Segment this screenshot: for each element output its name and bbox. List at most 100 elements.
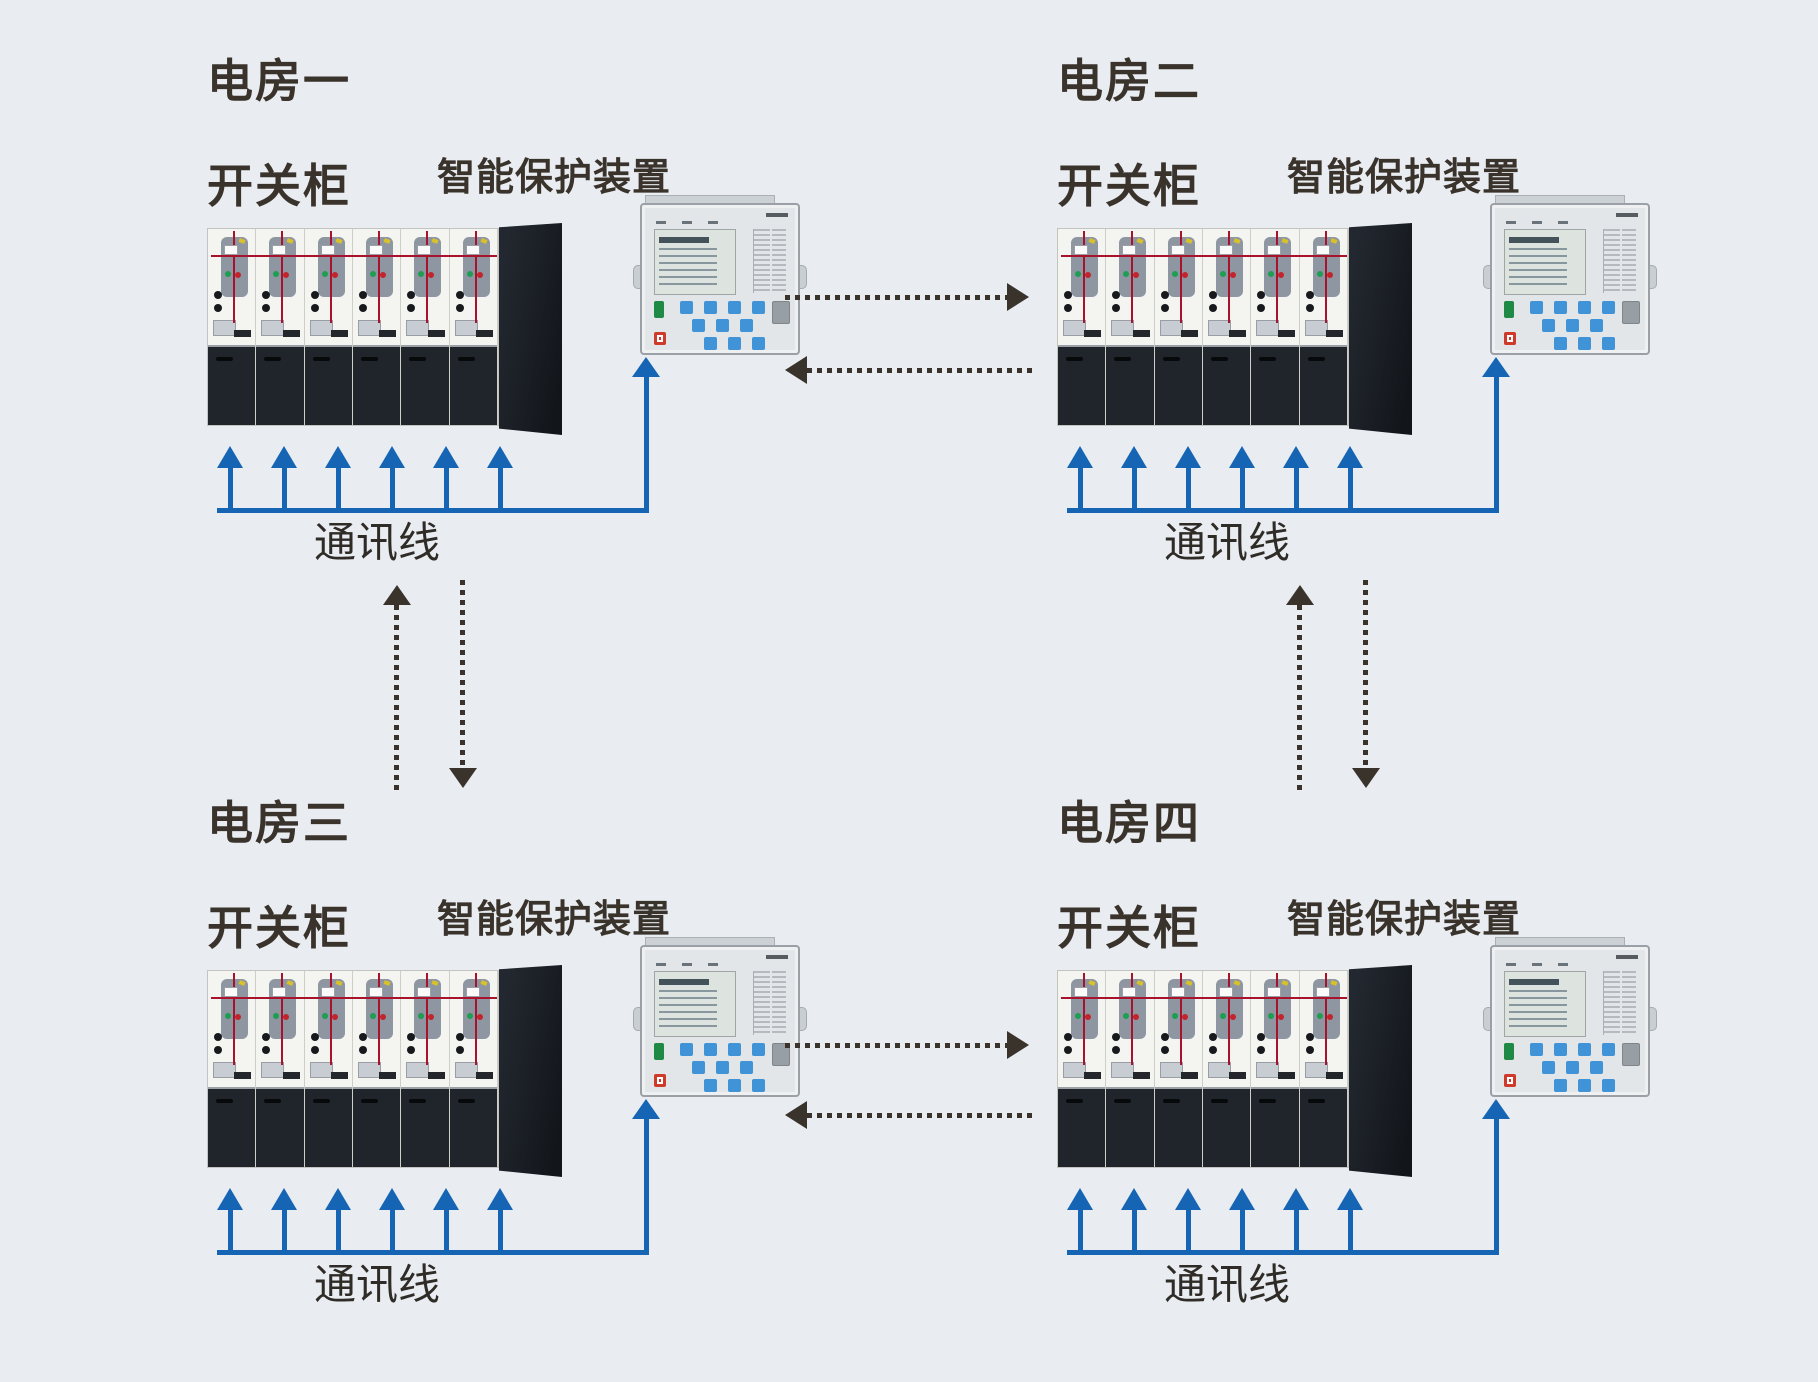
cabinet-mimic-label	[417, 987, 432, 997]
cabinet-front-panel	[1202, 971, 1251, 1087]
cabinet	[208, 229, 257, 425]
cabinet-lower-door	[1058, 345, 1106, 425]
device-key	[1602, 1043, 1615, 1056]
cabinet-lower-door	[304, 345, 352, 425]
cabinet-handle	[264, 357, 282, 361]
cabinet-display	[454, 1062, 478, 1078]
device-gray-key	[772, 1043, 790, 1066]
room-3: 电房三 开关柜 智能保护装置	[207, 800, 1017, 1382]
dotted-arrow-room2-to-room4-head-icon	[1352, 768, 1380, 788]
cabinet-front-panel	[1251, 229, 1299, 345]
cabinet-mimic-label	[368, 245, 383, 255]
cabinet-front-panel	[256, 229, 304, 345]
cabinet	[208, 971, 257, 1167]
cabinet-lower-door	[1106, 1087, 1154, 1167]
device-model-text	[1616, 213, 1638, 217]
feeder-arrow-icon	[1121, 446, 1147, 508]
comm-bus-riser	[1494, 375, 1499, 513]
cabinet-handle	[457, 1099, 475, 1103]
cabinet-row	[207, 970, 499, 1168]
cabinet-mimic-label	[1218, 245, 1233, 255]
cabinet-front-panel	[352, 229, 401, 345]
device-gray-key	[772, 301, 790, 324]
cabinet-vent-strip	[1180, 1072, 1198, 1079]
dotted-arrow-room4-to-room2	[1297, 605, 1302, 795]
cabinet-lower-door	[256, 345, 304, 425]
device-key	[1602, 337, 1615, 350]
device-on-key	[654, 301, 664, 318]
cabinet-circuit-line	[474, 973, 477, 1065]
cabinet-bus-redline	[1061, 255, 1347, 257]
cabinet-display	[1207, 320, 1231, 336]
cabinet-lower-door	[1299, 345, 1347, 425]
cabinet-vent-strip	[234, 330, 252, 337]
cabinet-display	[1304, 320, 1328, 336]
cabinet-circuit-line	[1083, 973, 1085, 1065]
cabinet-circuit-line	[1227, 231, 1230, 323]
switchgear-cabinets-image	[207, 964, 563, 1177]
cabinet-vent-strip	[379, 1072, 397, 1079]
device-led-indicators	[753, 229, 786, 293]
cabinet-mimic-label	[465, 987, 480, 997]
comm-bus-riser	[1494, 1117, 1499, 1255]
feeder-arrow-icon	[271, 446, 297, 508]
cabinet-lower-door	[449, 345, 497, 425]
cabinet	[352, 229, 402, 425]
cabinet-knobs	[1208, 291, 1217, 299]
cabinet-lower-door	[1251, 345, 1299, 425]
device-key	[1554, 1043, 1567, 1056]
cabinet-front-panel	[1251, 971, 1299, 1087]
cabinet-lower-door	[1154, 345, 1202, 425]
cabinet	[1251, 229, 1300, 425]
cabinet-mimic-label	[1074, 245, 1088, 255]
feeder-arrow-icon	[217, 1188, 243, 1250]
cabinet-handle	[1162, 1099, 1180, 1103]
cabinet-knobs	[1064, 291, 1072, 299]
feeder-arrow-icon	[1283, 1188, 1309, 1250]
cabinet	[401, 229, 450, 425]
device-keypad	[1502, 1043, 1640, 1093]
device-key	[1602, 1079, 1615, 1092]
device-key	[1542, 1061, 1555, 1074]
comm-line-label: 通讯线	[313, 518, 440, 567]
protection-device-image	[633, 195, 807, 355]
comm-bus-riser	[644, 1117, 649, 1255]
cabinet-mimic-label	[320, 987, 335, 997]
device-led-indicators	[753, 971, 786, 1035]
cabinet-handle	[1114, 1099, 1132, 1103]
dotted-arrow-room1-to-room3-head-icon	[449, 768, 477, 788]
comm-bus-arrow-icon	[632, 357, 660, 377]
cabinet-mimic-label	[465, 245, 480, 255]
cabinet-circuit-line	[1179, 973, 1182, 1065]
cabinet-knobs	[1257, 291, 1266, 299]
feeder-arrow-icon	[217, 446, 243, 508]
cabinet-lower-door	[1154, 1087, 1202, 1167]
cabinet-mimic-label	[1267, 245, 1282, 255]
cabinet-display	[406, 1062, 430, 1078]
cabinet-display	[1159, 320, 1183, 336]
dotted-arrow-room2-to-room1	[807, 368, 1032, 373]
cabinet-mimic-label	[1218, 987, 1233, 997]
cabinet-front-panel	[1299, 229, 1347, 345]
cabinet-circuit-line	[281, 231, 284, 323]
cabinet-vent-strip	[1325, 1072, 1343, 1079]
cabinet-knobs	[310, 1033, 319, 1041]
cabinet-mimic-label	[1074, 987, 1088, 997]
device-gray-key	[1622, 301, 1640, 324]
cabinet-front-panel	[401, 971, 449, 1087]
device-key	[740, 1061, 753, 1074]
feeder-arrow-icon	[1229, 1188, 1255, 1250]
device-key	[752, 1043, 765, 1056]
feeder-arrow-icon	[379, 446, 405, 508]
device-led-indicators	[1603, 229, 1636, 293]
device-key	[752, 301, 765, 314]
cabinet-circuit-line	[329, 973, 332, 1065]
cabinet	[1202, 971, 1252, 1167]
device-model-text	[766, 955, 788, 959]
device-key	[728, 1043, 741, 1056]
dotted-arrow-room2-to-room1-head-icon	[785, 356, 807, 384]
device-key	[1590, 1061, 1603, 1074]
dotted-arrow-room3-to-room4-head-icon	[1007, 1031, 1029, 1059]
cabinet-handle	[360, 357, 378, 361]
